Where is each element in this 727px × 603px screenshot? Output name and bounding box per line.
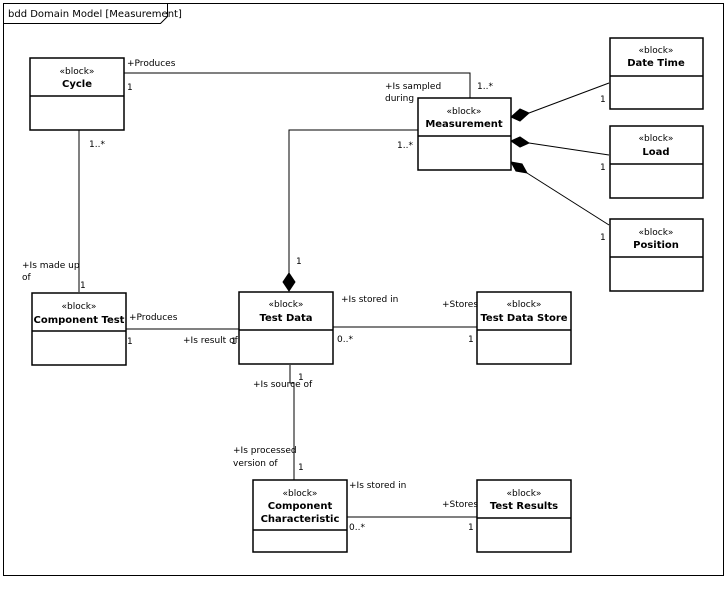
multiplicity-label: 1 (296, 257, 302, 267)
multiplicity-label: 1..* (397, 141, 413, 151)
block-name-load: Load (642, 147, 669, 158)
block-stereotype: «block» (62, 302, 97, 312)
block-cycle[interactable]: «block» Cycle (29, 57, 125, 131)
measurement-test-data-composition[interactable] (288, 129, 418, 275)
measurement-load-composition[interactable] (528, 142, 610, 156)
block-name-cycle: Cycle (62, 79, 92, 90)
role-label: +Produces (127, 59, 176, 69)
role-label: +Is processed (233, 446, 297, 456)
composition-diamonds (282, 108, 531, 292)
block-stereotype: «block» (639, 228, 674, 238)
block-name-component-test: Component Test (34, 315, 125, 326)
multiplicity-label: 0..* (349, 523, 365, 533)
block-stereotype: «block» (507, 300, 542, 310)
measurement-position-composition[interactable] (526, 172, 610, 226)
block-name-position: Position (633, 240, 679, 251)
block-stereotype: «block» (447, 107, 482, 117)
block-name-component-characteristic-line2: Characteristic (261, 514, 340, 525)
test-data-diamond (282, 272, 296, 292)
role-label: +Is sampled (385, 82, 441, 92)
position-diamond (510, 161, 528, 174)
frame-border (3, 3, 724, 576)
load-diamond (509, 136, 531, 148)
role-label: +Is source of (253, 380, 313, 390)
role-label: +Stores (442, 500, 478, 510)
multiplicity-label: 1 (600, 233, 606, 243)
multiplicity-label: 1 (127, 83, 133, 93)
role-label: +Is stored in (349, 481, 406, 491)
block-component-test[interactable]: «block» Component Test (31, 292, 127, 366)
block-name-test-results: Test Results (490, 501, 558, 512)
test-data-characteristic-association[interactable] (289, 365, 295, 480)
role-label: during (385, 94, 414, 104)
measurement-date-time-composition[interactable] (528, 82, 610, 114)
role-label: +Is result of (183, 336, 239, 346)
block-test-results[interactable]: «block» Test Results (476, 479, 572, 553)
diagram-frame: bdd Domain Model [Measurement] (3, 3, 724, 576)
block-measurement[interactable]: «block» Measurement (417, 97, 512, 171)
cycle-measurement-association[interactable] (124, 72, 471, 98)
multiplicity-label: 1 (468, 523, 474, 533)
role-label: version of (233, 459, 278, 469)
block-name-test-data: Test Data (259, 313, 312, 324)
block-stereotype: «block» (639, 134, 674, 144)
block-position[interactable]: «block» Position (609, 218, 704, 292)
multiplicity-label: 1 (600, 163, 606, 173)
role-label: +Stores (442, 300, 478, 310)
block-stereotype: «block» (60, 67, 95, 77)
block-name-test-data-store: Test Data Store (480, 313, 567, 324)
role-label: of (22, 273, 32, 283)
block-date-time[interactable]: «block» Date Time (609, 37, 704, 110)
multiplicity-label: 1 (468, 335, 474, 345)
multiplicity-label: 1 (127, 337, 133, 347)
date-time-diamond (510, 108, 530, 122)
block-name-measurement: Measurement (425, 119, 503, 130)
block-name-date-time: Date Time (627, 58, 685, 69)
block-stereotype: «block» (269, 300, 304, 310)
role-label: +Is stored in (341, 295, 398, 305)
multiplicity-label: 1 (600, 95, 606, 105)
block-test-data-store[interactable]: «block» Test Data Store (476, 291, 572, 365)
multiplicity-label: 1 (298, 373, 304, 383)
block-component-characteristic[interactable]: «block» Component Characteristic (252, 479, 348, 553)
connectors (78, 72, 610, 518)
multiplicity-label: 1 (80, 281, 86, 291)
multiplicity-label: 1..* (477, 82, 493, 92)
multiplicity-label: 1 (231, 337, 237, 347)
block-stereotype: «block» (639, 46, 674, 56)
block-stereotype: «block» (507, 489, 542, 499)
multiplicity-label: 1 (298, 463, 304, 473)
role-label: +Produces (129, 313, 178, 323)
multiplicity-label: 0..* (337, 335, 353, 345)
multiplicity-label: 1..* (89, 140, 105, 150)
frame-title: bdd Domain Model [Measurement] (8, 9, 182, 20)
block-load[interactable]: «block» Load (609, 125, 704, 199)
connector-labels: +Produces 1 +Is sampled during 1..* 1..*… (22, 59, 606, 533)
block-stereotype: «block» (283, 489, 318, 499)
block-name-component-characteristic-line1: Component (268, 501, 333, 512)
frame-title-tab (3, 3, 168, 24)
role-label: +Is made up (22, 261, 80, 271)
block-test-data[interactable]: «block» Test Data (238, 291, 334, 365)
